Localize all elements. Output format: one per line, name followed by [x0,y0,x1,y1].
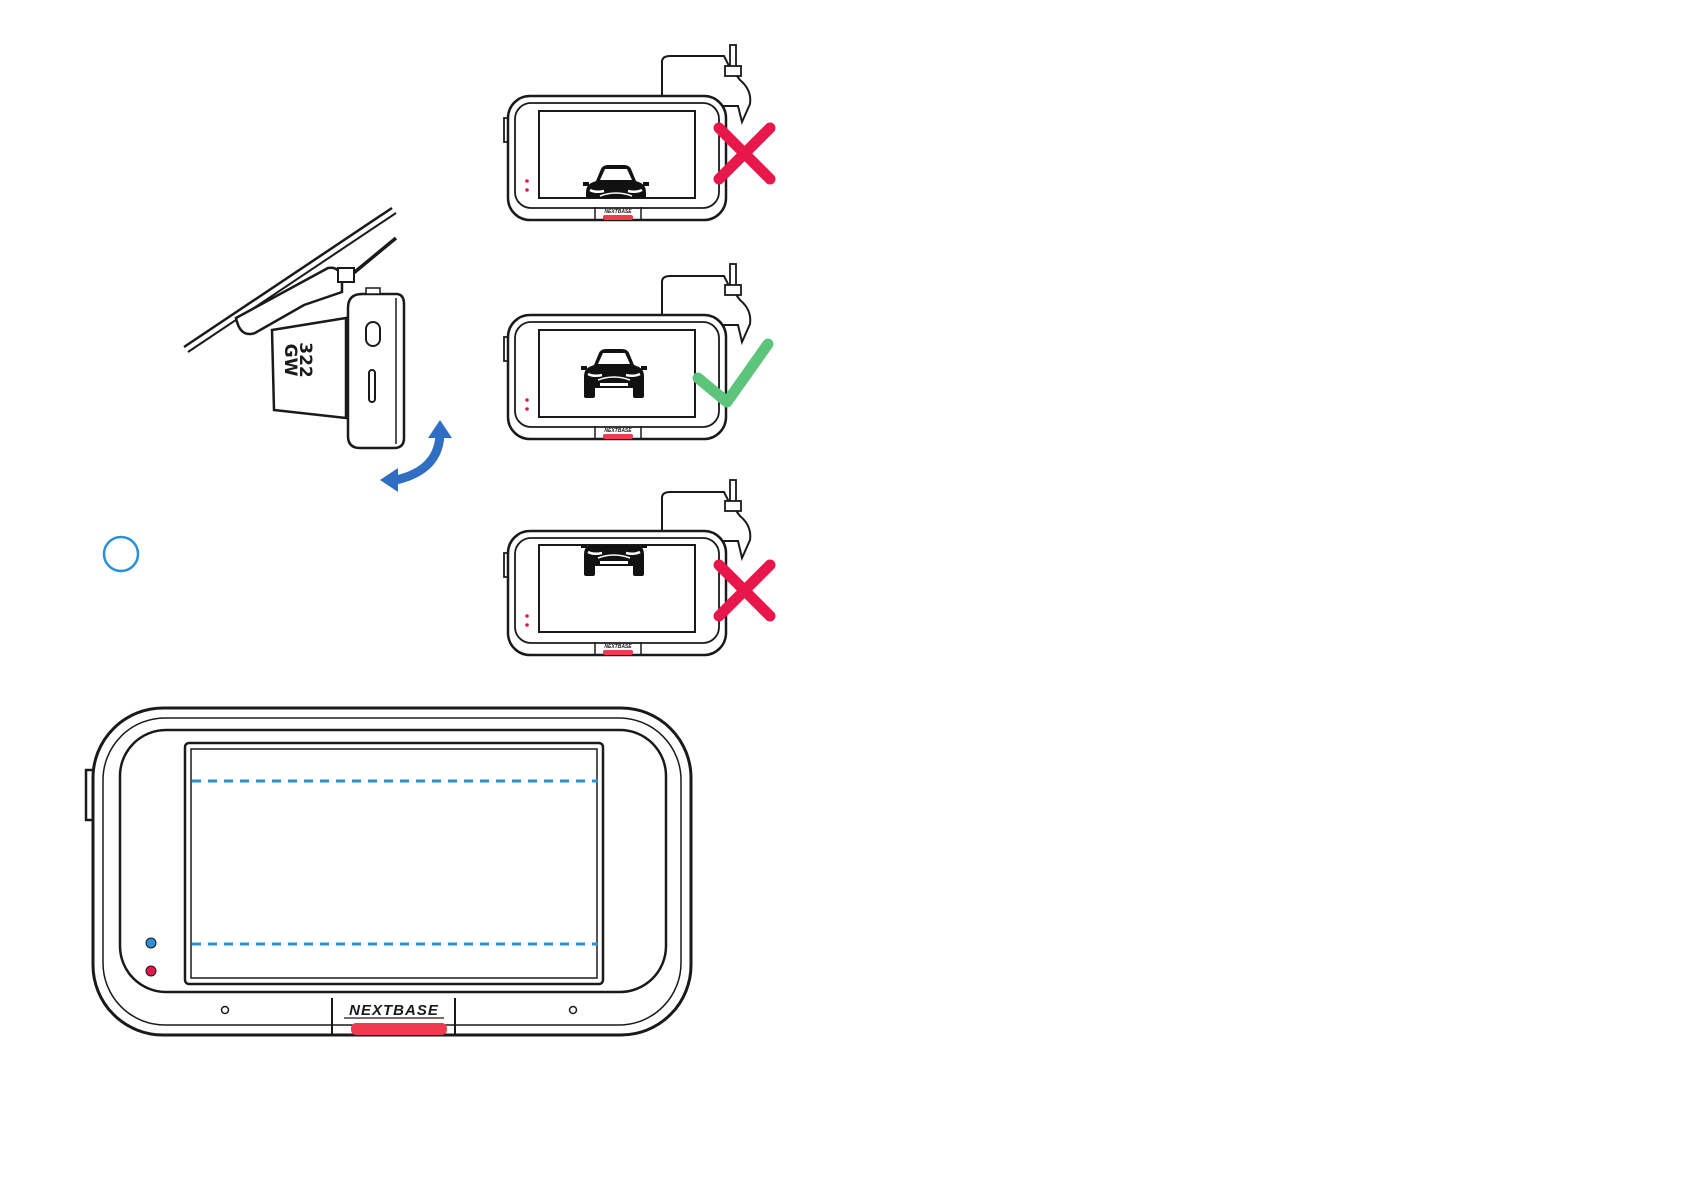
side-button [366,322,380,346]
brand-logo: NEXTBASE [349,1002,439,1019]
record-led [525,407,529,411]
sd-card-slot [369,370,375,402]
speaker-hole [570,1007,577,1014]
step-marker-circle [104,537,138,571]
side-tab [86,770,92,820]
preview-tilted-down: NEXTBASE [504,45,770,220]
status-led [525,179,529,183]
top-button [366,288,380,294]
brand-logo: NEXTBASE [604,428,632,434]
record-led [525,188,529,192]
model-label-line2: GW [280,344,300,377]
large-camera-front: NEXTBASE [86,708,691,1035]
brand-logo: NEXTBASE [604,644,632,650]
status-led [525,398,529,402]
record-button[interactable] [351,1023,447,1035]
record-button [603,434,633,439]
preview-correct-angle: NEXTBASE [504,264,768,439]
cable-plug [338,268,354,282]
preview-tilted-up: NEXTBASE [504,480,770,655]
microphone-hole [222,1007,229,1014]
power-cable [350,238,396,276]
record-button [603,650,633,655]
record-button [603,215,633,220]
camera-screen [185,743,603,984]
record-led [525,623,529,627]
mount-pin-base [725,285,741,295]
brand-logo: NEXTBASE [604,209,632,215]
power-led [146,938,156,948]
side-view-camera: 322 GW [184,208,452,492]
mount-pin-base [725,501,741,511]
mount-pin-base [725,66,741,76]
status-led [525,614,529,618]
record-led [146,966,156,976]
